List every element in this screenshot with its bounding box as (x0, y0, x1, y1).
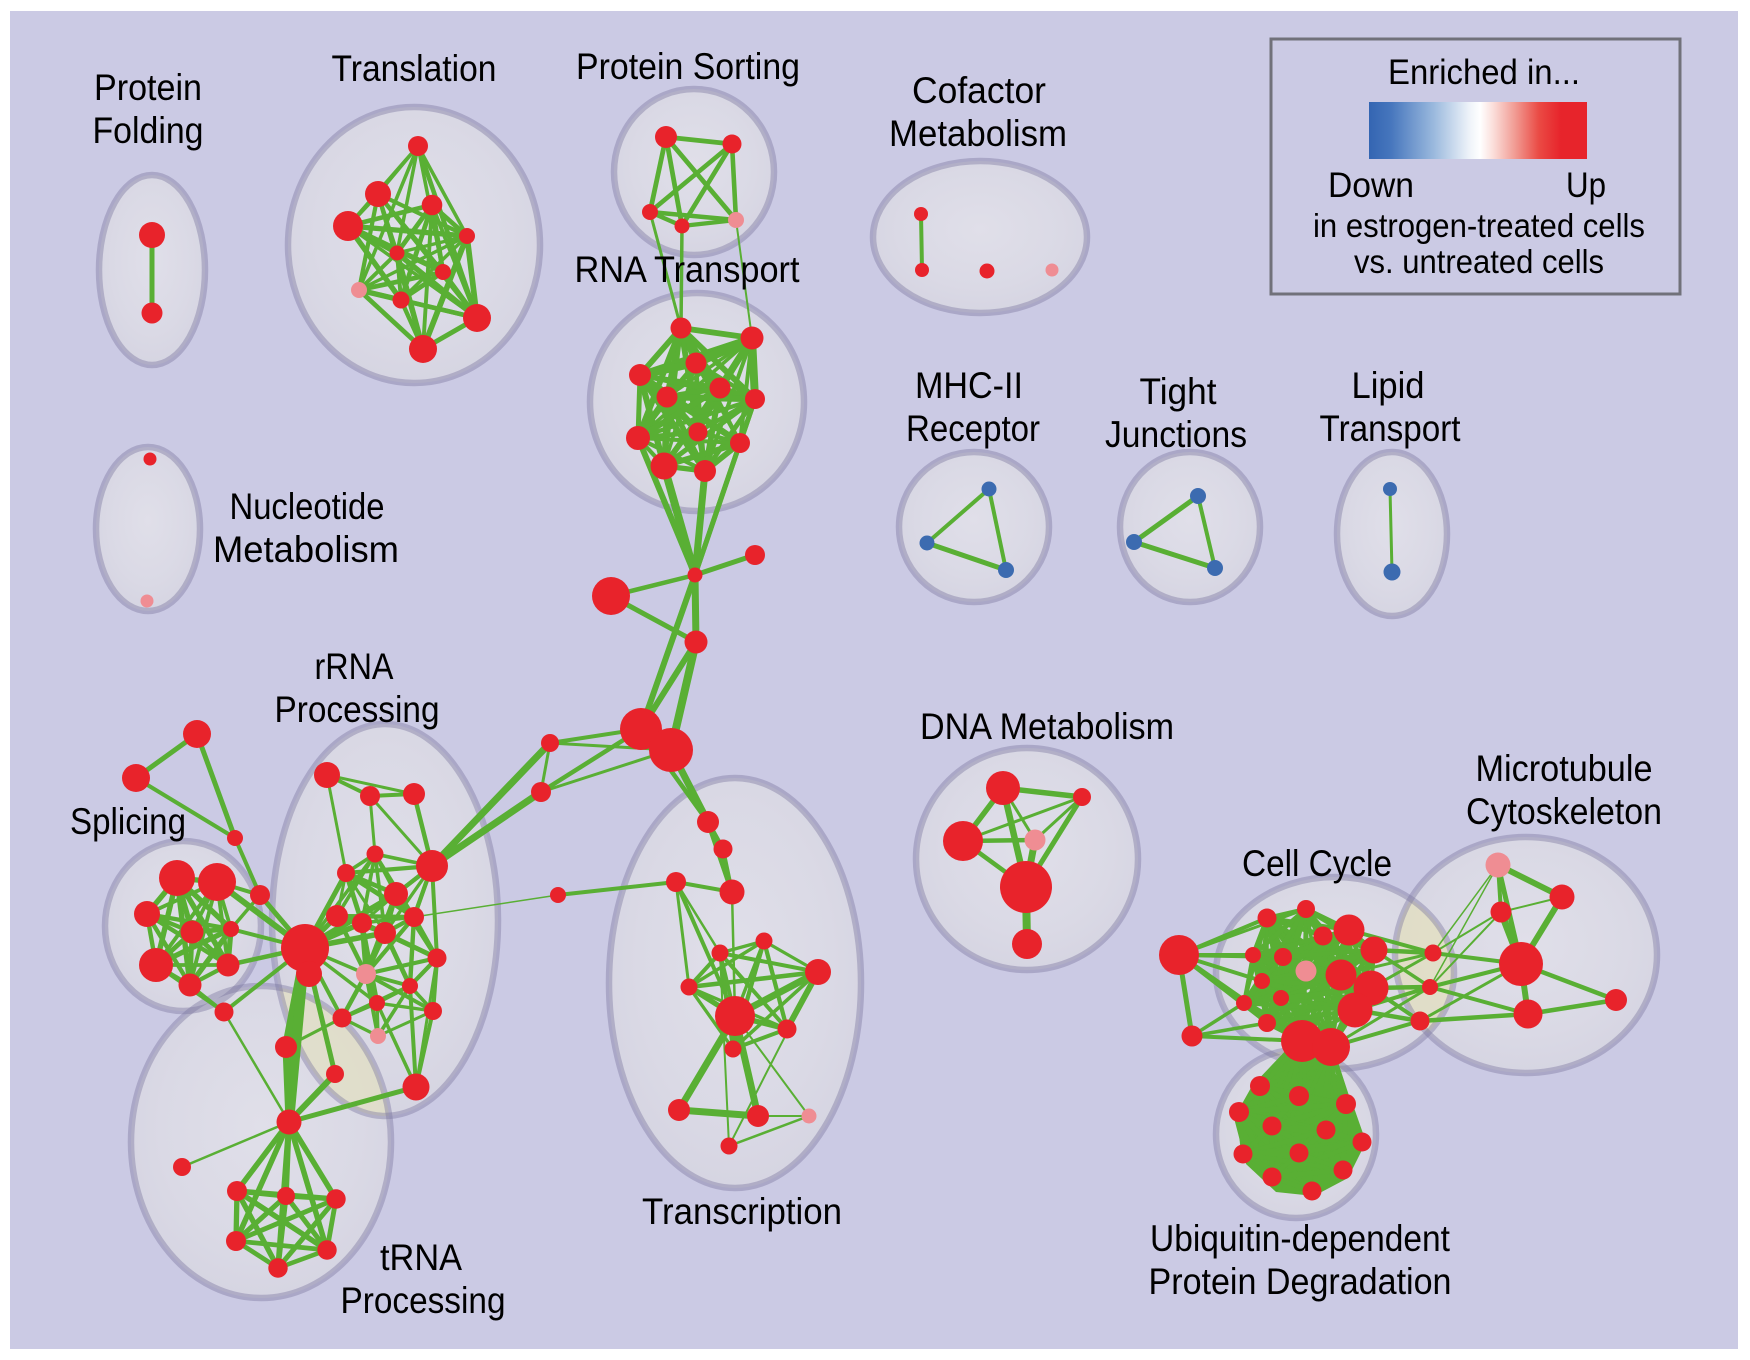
svg-text:Up: Up (1566, 166, 1606, 205)
svg-text:Cell Cycle: Cell Cycle (1242, 843, 1392, 884)
svg-text:Transcription: Transcription (642, 1191, 842, 1232)
svg-text:Tight: Tight (1140, 371, 1218, 412)
svg-text:Cofactor: Cofactor (912, 70, 1046, 111)
svg-text:Receptor: Receptor (906, 408, 1040, 449)
svg-text:MHC-II: MHC-II (915, 365, 1023, 406)
svg-text:Nucleotide: Nucleotide (230, 486, 385, 527)
svg-text:Junctions: Junctions (1105, 414, 1247, 455)
svg-text:Lipid: Lipid (1352, 365, 1425, 406)
svg-text:tRNA: tRNA (380, 1237, 462, 1278)
svg-text:Protein: Protein (94, 67, 202, 108)
svg-text:Processing: Processing (275, 689, 440, 730)
svg-text:rRNA: rRNA (315, 646, 394, 687)
svg-text:Transport: Transport (1320, 408, 1462, 449)
svg-text:Processing: Processing (341, 1280, 506, 1321)
svg-text:Ubiquitin-dependent: Ubiquitin-dependent (1150, 1218, 1451, 1259)
svg-text:Cytoskeleton: Cytoskeleton (1466, 791, 1662, 832)
svg-text:Protein Sorting: Protein Sorting (576, 46, 800, 87)
svg-text:Microtubule: Microtubule (1476, 748, 1653, 789)
svg-text:Enriched in...: Enriched in... (1388, 53, 1580, 92)
svg-text:in estrogen-treated cells: in estrogen-treated cells (1313, 207, 1645, 244)
svg-text:DNA Metabolism: DNA Metabolism (920, 706, 1174, 747)
svg-text:Down: Down (1328, 166, 1414, 205)
svg-text:Metabolism: Metabolism (213, 529, 399, 570)
svg-text:vs. untreated cells: vs. untreated cells (1354, 243, 1604, 280)
svg-text:Splicing: Splicing (70, 801, 186, 842)
svg-text:Translation: Translation (332, 48, 497, 89)
svg-text:Metabolism: Metabolism (889, 113, 1067, 154)
svg-text:RNA Transport: RNA Transport (575, 249, 801, 290)
svg-text:Folding: Folding (93, 110, 204, 151)
svg-text:Protein Degradation: Protein Degradation (1149, 1261, 1452, 1302)
